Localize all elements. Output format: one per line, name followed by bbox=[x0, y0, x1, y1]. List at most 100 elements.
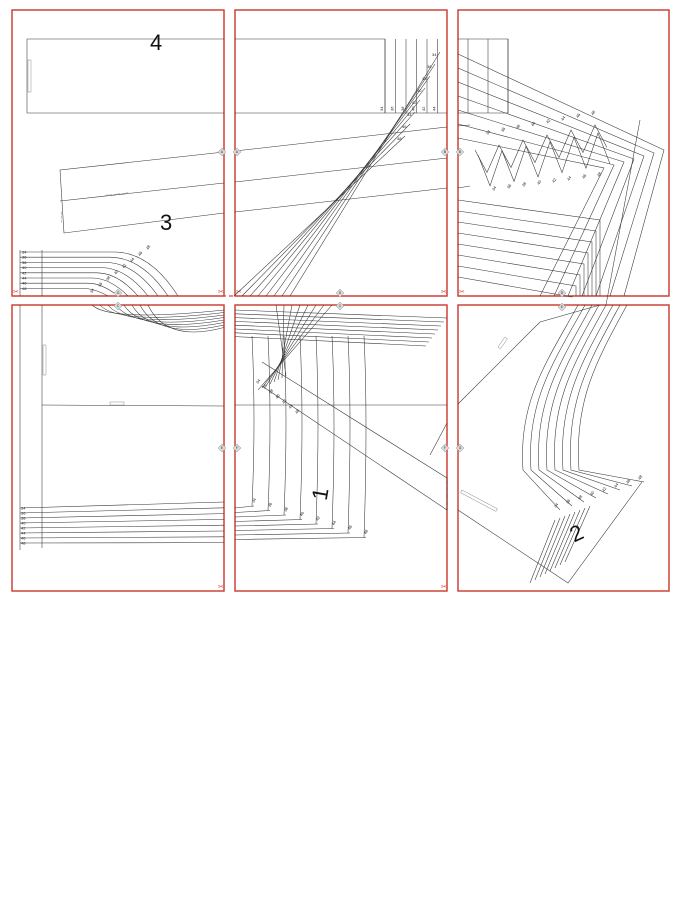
size-line bbox=[19, 530, 225, 534]
diamond-marker bbox=[440, 147, 450, 157]
size-label: 34 bbox=[485, 128, 492, 135]
size-curve bbox=[554, 304, 609, 495]
size-label: 42 bbox=[421, 106, 426, 111]
size-line bbox=[234, 519, 303, 522]
size-label: 44 bbox=[407, 112, 412, 117]
size-curve bbox=[570, 304, 633, 487]
size-label: 40 bbox=[21, 521, 26, 526]
diamond-marker bbox=[440, 443, 450, 453]
size-label: 36 bbox=[21, 511, 26, 516]
size-label: 48 bbox=[22, 286, 27, 291]
size-curve bbox=[131, 304, 225, 328]
nested-outline bbox=[457, 232, 589, 296]
marker-letter: G bbox=[117, 291, 120, 295]
page-marker: F bbox=[440, 443, 450, 453]
diamond-marker bbox=[557, 288, 567, 298]
svg-text:— — — — — —: — — — — — — bbox=[105, 190, 130, 197]
chevron-line bbox=[474, 124, 608, 174]
size-label: 34 bbox=[89, 287, 96, 294]
size-label: 46 bbox=[402, 124, 407, 129]
size-curve bbox=[115, 304, 225, 323]
text-block bbox=[109, 401, 125, 406]
size-line bbox=[549, 511, 576, 572]
size-curve bbox=[20, 288, 109, 297]
marker-letter: C bbox=[117, 304, 120, 308]
size-curve bbox=[530, 304, 586, 507]
size-line bbox=[234, 317, 442, 327]
size-line bbox=[559, 507, 586, 566]
size-label: 36 bbox=[500, 126, 507, 133]
diagonal-line bbox=[281, 304, 285, 379]
size-label: 42 bbox=[315, 514, 322, 521]
size-curve bbox=[331, 335, 335, 529]
diamond-marker bbox=[113, 301, 123, 311]
page-marker: F bbox=[232, 443, 242, 453]
size-label: 40 bbox=[22, 265, 27, 270]
size-label: 48 bbox=[21, 541, 26, 546]
size-label: 36 bbox=[506, 182, 513, 189]
piece-2-lines bbox=[457, 304, 645, 584]
page-marker: C bbox=[113, 301, 123, 311]
size-label: 48 bbox=[590, 109, 597, 116]
size-line bbox=[19, 507, 225, 514]
size-label: 42 bbox=[545, 117, 552, 124]
size-line bbox=[529, 519, 556, 584]
size-label: 42 bbox=[551, 176, 558, 183]
size-label: 34 bbox=[22, 250, 27, 255]
size-label: 42 bbox=[22, 270, 27, 275]
size-label: 48 bbox=[363, 528, 370, 535]
size-label: 38 bbox=[283, 505, 290, 512]
size-label: 42 bbox=[601, 485, 608, 492]
band-line bbox=[261, 361, 448, 479]
diagonal-line bbox=[269, 304, 309, 385]
size-label: 44 bbox=[21, 531, 26, 536]
size-label: 48 bbox=[145, 243, 152, 250]
diamond-marker bbox=[455, 443, 465, 453]
tile-3 bbox=[457, 9, 670, 297]
size-label: 40 bbox=[530, 120, 537, 127]
size-curve bbox=[546, 304, 600, 499]
diagonal-line bbox=[257, 304, 333, 391]
nested-outline bbox=[457, 109, 625, 297]
size-label: 40 bbox=[299, 510, 306, 517]
nested-outline bbox=[605, 119, 641, 306]
size-label: 36 bbox=[261, 382, 268, 389]
size-label: 48 bbox=[637, 473, 644, 480]
tile3-nested-lines bbox=[457, 53, 665, 306]
size-curve bbox=[20, 272, 139, 297]
scissors-icons: ✂ ✂ ✂ ✂ ✂ ✂ ✂ bbox=[13, 288, 465, 591]
scissors-icon: ✂ bbox=[441, 583, 447, 591]
diagonal-line bbox=[265, 304, 317, 387]
size-label: 40 bbox=[274, 392, 281, 399]
nested-outline bbox=[457, 254, 581, 296]
size-label: 36 bbox=[267, 501, 274, 508]
size-label: 38 bbox=[21, 516, 26, 521]
size-line bbox=[234, 321, 439, 331]
scissors-icon: ✂ bbox=[236, 288, 242, 296]
tile-1 bbox=[11, 9, 225, 297]
size-label: 48 bbox=[596, 170, 603, 177]
marker-letter: D bbox=[561, 291, 564, 295]
size-label: 40 bbox=[113, 268, 120, 275]
scissors-icon: ✂ bbox=[218, 583, 224, 591]
piece-3-curve-lines bbox=[19, 250, 179, 297]
size-line bbox=[534, 517, 561, 581]
size-label: 48 bbox=[397, 136, 402, 141]
nested-outline bbox=[457, 95, 635, 297]
size-line bbox=[19, 524, 225, 529]
size-line bbox=[234, 313, 445, 323]
marker-letter: A bbox=[221, 150, 224, 154]
page-marker: B bbox=[455, 147, 465, 157]
band-line bbox=[429, 422, 448, 456]
band-line bbox=[261, 385, 448, 511]
piece-3-outline: — — — — — — — — — bbox=[59, 124, 471, 234]
scissors-icon: ✂ bbox=[459, 288, 465, 296]
diamond-marker bbox=[335, 288, 345, 298]
size-label: 40 bbox=[411, 106, 416, 111]
diagonal-line bbox=[289, 51, 441, 297]
diagonal-line bbox=[233, 135, 406, 297]
size-label: 40 bbox=[589, 489, 596, 496]
grain-line bbox=[41, 404, 225, 407]
nested-outline bbox=[457, 210, 597, 296]
